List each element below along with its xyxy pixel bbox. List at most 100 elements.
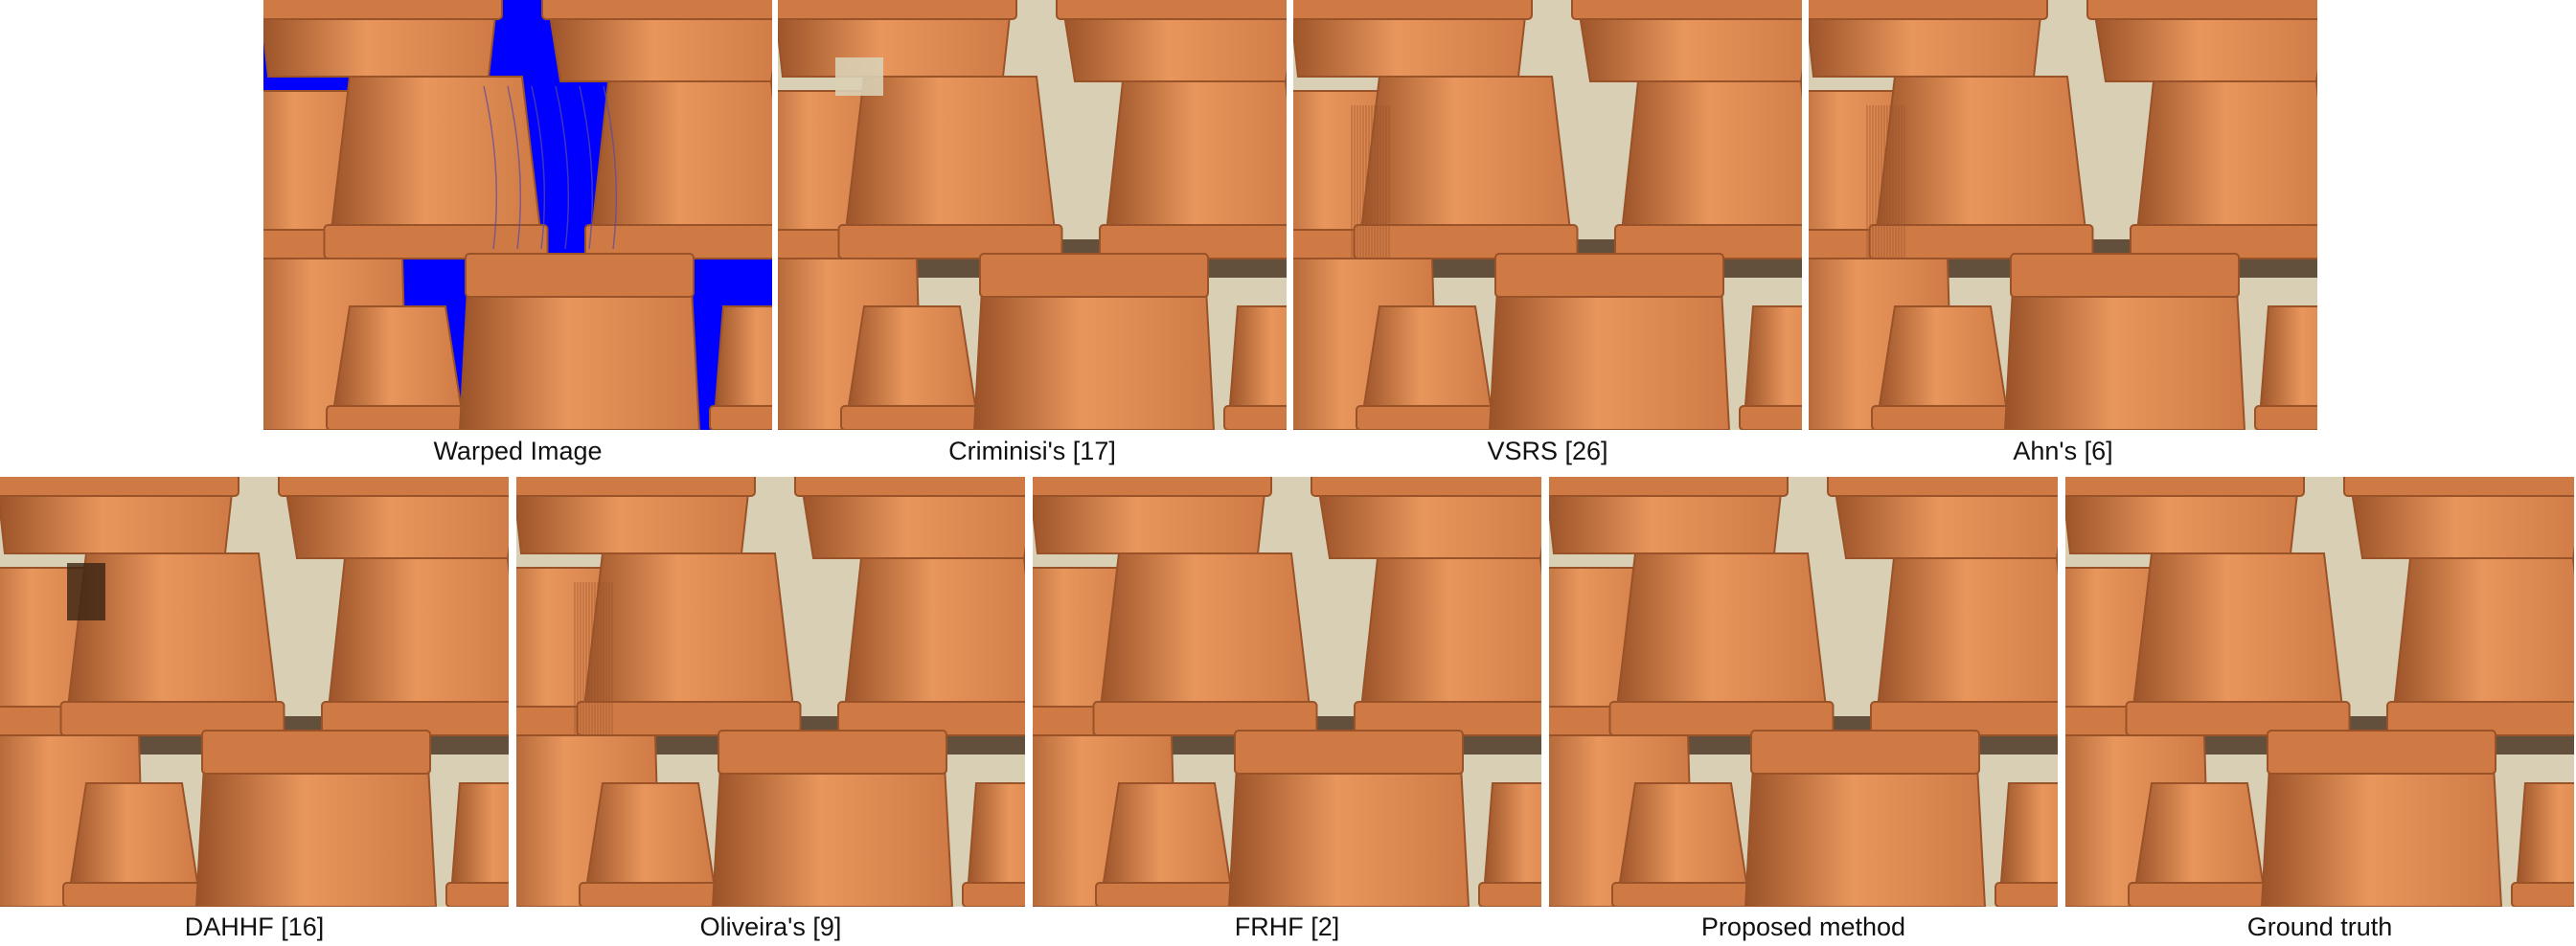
panel-ahn-scene xyxy=(1809,0,2317,430)
pot-mid-right xyxy=(2389,557,2574,736)
pot-top-right-rim xyxy=(2343,477,2574,497)
caption-proposed-method: Proposed method xyxy=(1700,912,1906,941)
pot-bot-center-rim xyxy=(201,730,431,775)
inpaint-streak xyxy=(1866,105,1868,259)
inpaint-streak xyxy=(585,582,587,735)
pot-bot-right-rim xyxy=(1739,405,1802,430)
warp-crack-line xyxy=(483,85,498,250)
inpaint-streak xyxy=(591,582,593,735)
pot-top-right-rim xyxy=(794,477,1025,497)
panel-oliveira xyxy=(516,477,1025,907)
panel-frhf xyxy=(1033,477,1541,907)
pot-bot-small xyxy=(581,782,719,907)
inpaint-streak xyxy=(1875,105,1877,259)
pot-top-right-rim xyxy=(2086,0,2317,20)
inpaint-streak xyxy=(580,582,581,735)
inpaint-streak xyxy=(574,582,576,735)
inpaint-streak xyxy=(582,582,584,735)
panel-warped-image xyxy=(263,0,772,430)
inpaint-streak xyxy=(1883,105,1885,259)
pot-top-left-rim xyxy=(1293,0,1533,20)
pot-bot-small-rim xyxy=(2128,882,2271,907)
pot-bot-small xyxy=(2131,782,2268,907)
pot-bot-right-rim xyxy=(2511,882,2574,907)
pot-bot-right xyxy=(2257,305,2317,430)
inpaint-streak xyxy=(1881,105,1882,259)
inpaint-streak xyxy=(1354,105,1356,259)
pot-mid-center-rim xyxy=(1353,224,1579,259)
pot-bot-right-rim xyxy=(962,882,1025,907)
inpaint-streak xyxy=(1382,105,1384,259)
pot-bot-right xyxy=(712,305,772,430)
inpaint-streak xyxy=(1356,105,1358,259)
pot-mid-center-rim xyxy=(1868,224,2094,259)
panel-ground-truth-scene xyxy=(2065,477,2574,907)
pot-mid-center-rim xyxy=(1092,701,1318,736)
pot-bot-center-rim xyxy=(465,253,695,298)
pot-bot-small xyxy=(1358,305,1496,430)
panel-criminisi xyxy=(778,0,1287,430)
pot-top-left-rim xyxy=(516,477,756,497)
pot-bot-center-rim xyxy=(1234,730,1464,775)
pot-bot-center-rim xyxy=(2010,253,2240,298)
inpaint-streak xyxy=(1362,105,1364,259)
pot-mid-center-rim xyxy=(837,224,1063,259)
warp-crack-line xyxy=(507,85,522,250)
inpaint-streak xyxy=(600,582,602,735)
pot-top-right-rim xyxy=(1571,0,1802,20)
pot-top-right-rim xyxy=(541,0,772,20)
inpaint-streak xyxy=(1878,105,1880,259)
panel-dahhf-scene xyxy=(0,477,509,907)
pot-bot-small-rim xyxy=(1356,405,1499,430)
inpaint-streak xyxy=(1385,105,1387,259)
inpaint-patch-artifact xyxy=(835,57,883,96)
inpaint-streak xyxy=(1904,105,1905,259)
pot-bot-small-rim xyxy=(62,882,206,907)
pot-mid-right xyxy=(1356,557,1541,736)
pot-mid-right xyxy=(1873,557,2058,736)
inpaint-streak xyxy=(588,582,590,735)
inpaint-streak xyxy=(1892,105,1894,259)
pot-top-right-rim xyxy=(1056,0,1287,20)
inpaint-streak xyxy=(1869,105,1871,259)
inpaint-block-artifact xyxy=(67,563,105,620)
pot-bot-right-rim xyxy=(1478,882,1541,907)
pot-mid-right xyxy=(1102,80,1287,259)
pot-top-right-rim xyxy=(1827,477,2058,497)
panel-vsrs xyxy=(1293,0,1802,430)
inpaint-streak xyxy=(1377,105,1379,259)
inpaint-streak xyxy=(1886,105,1888,259)
pot-bot-center-rim xyxy=(718,730,947,775)
pot-top-left-rim xyxy=(778,0,1017,20)
pot-bot-small-rim xyxy=(1095,882,1239,907)
pot-bot-right xyxy=(2514,782,2574,907)
warp-crack-line xyxy=(579,85,594,250)
inpaint-streak xyxy=(1351,105,1353,259)
pot-bot-small-rim xyxy=(840,405,984,430)
pot-bot-small xyxy=(1098,782,1236,907)
pot-top-right-rim xyxy=(1311,477,1541,497)
panel-proposed-method xyxy=(1549,477,2058,907)
pot-top-right-rim xyxy=(278,477,509,497)
pot-top-left-rim xyxy=(2065,477,2305,497)
pot-bot-small xyxy=(1874,305,2012,430)
inpaint-streak xyxy=(1374,105,1376,259)
inpaint-streak xyxy=(1901,105,1903,259)
inpaint-streak xyxy=(594,582,596,735)
inpaint-streak xyxy=(1898,105,1900,259)
inpaint-streak xyxy=(1359,105,1361,259)
panel-oliveira-scene xyxy=(516,477,1025,907)
panel-vsrs-scene xyxy=(1293,0,1802,430)
caption-vsrs: VSRS [26] xyxy=(1487,437,1608,465)
pot-bot-small xyxy=(843,305,981,430)
inpaint-streak xyxy=(1388,105,1390,259)
inpaint-streak xyxy=(611,582,613,735)
pot-top-left-rim xyxy=(263,0,503,20)
caption-dahhf: DAHHF [16] xyxy=(184,912,325,941)
inpaint-streak xyxy=(1889,105,1891,259)
pot-mid-right xyxy=(840,557,1025,736)
inpaint-streak xyxy=(608,582,610,735)
pot-bot-right xyxy=(1481,782,1541,907)
pot-mid-center-rim xyxy=(576,701,802,736)
pot-top-left-rim xyxy=(1549,477,1789,497)
